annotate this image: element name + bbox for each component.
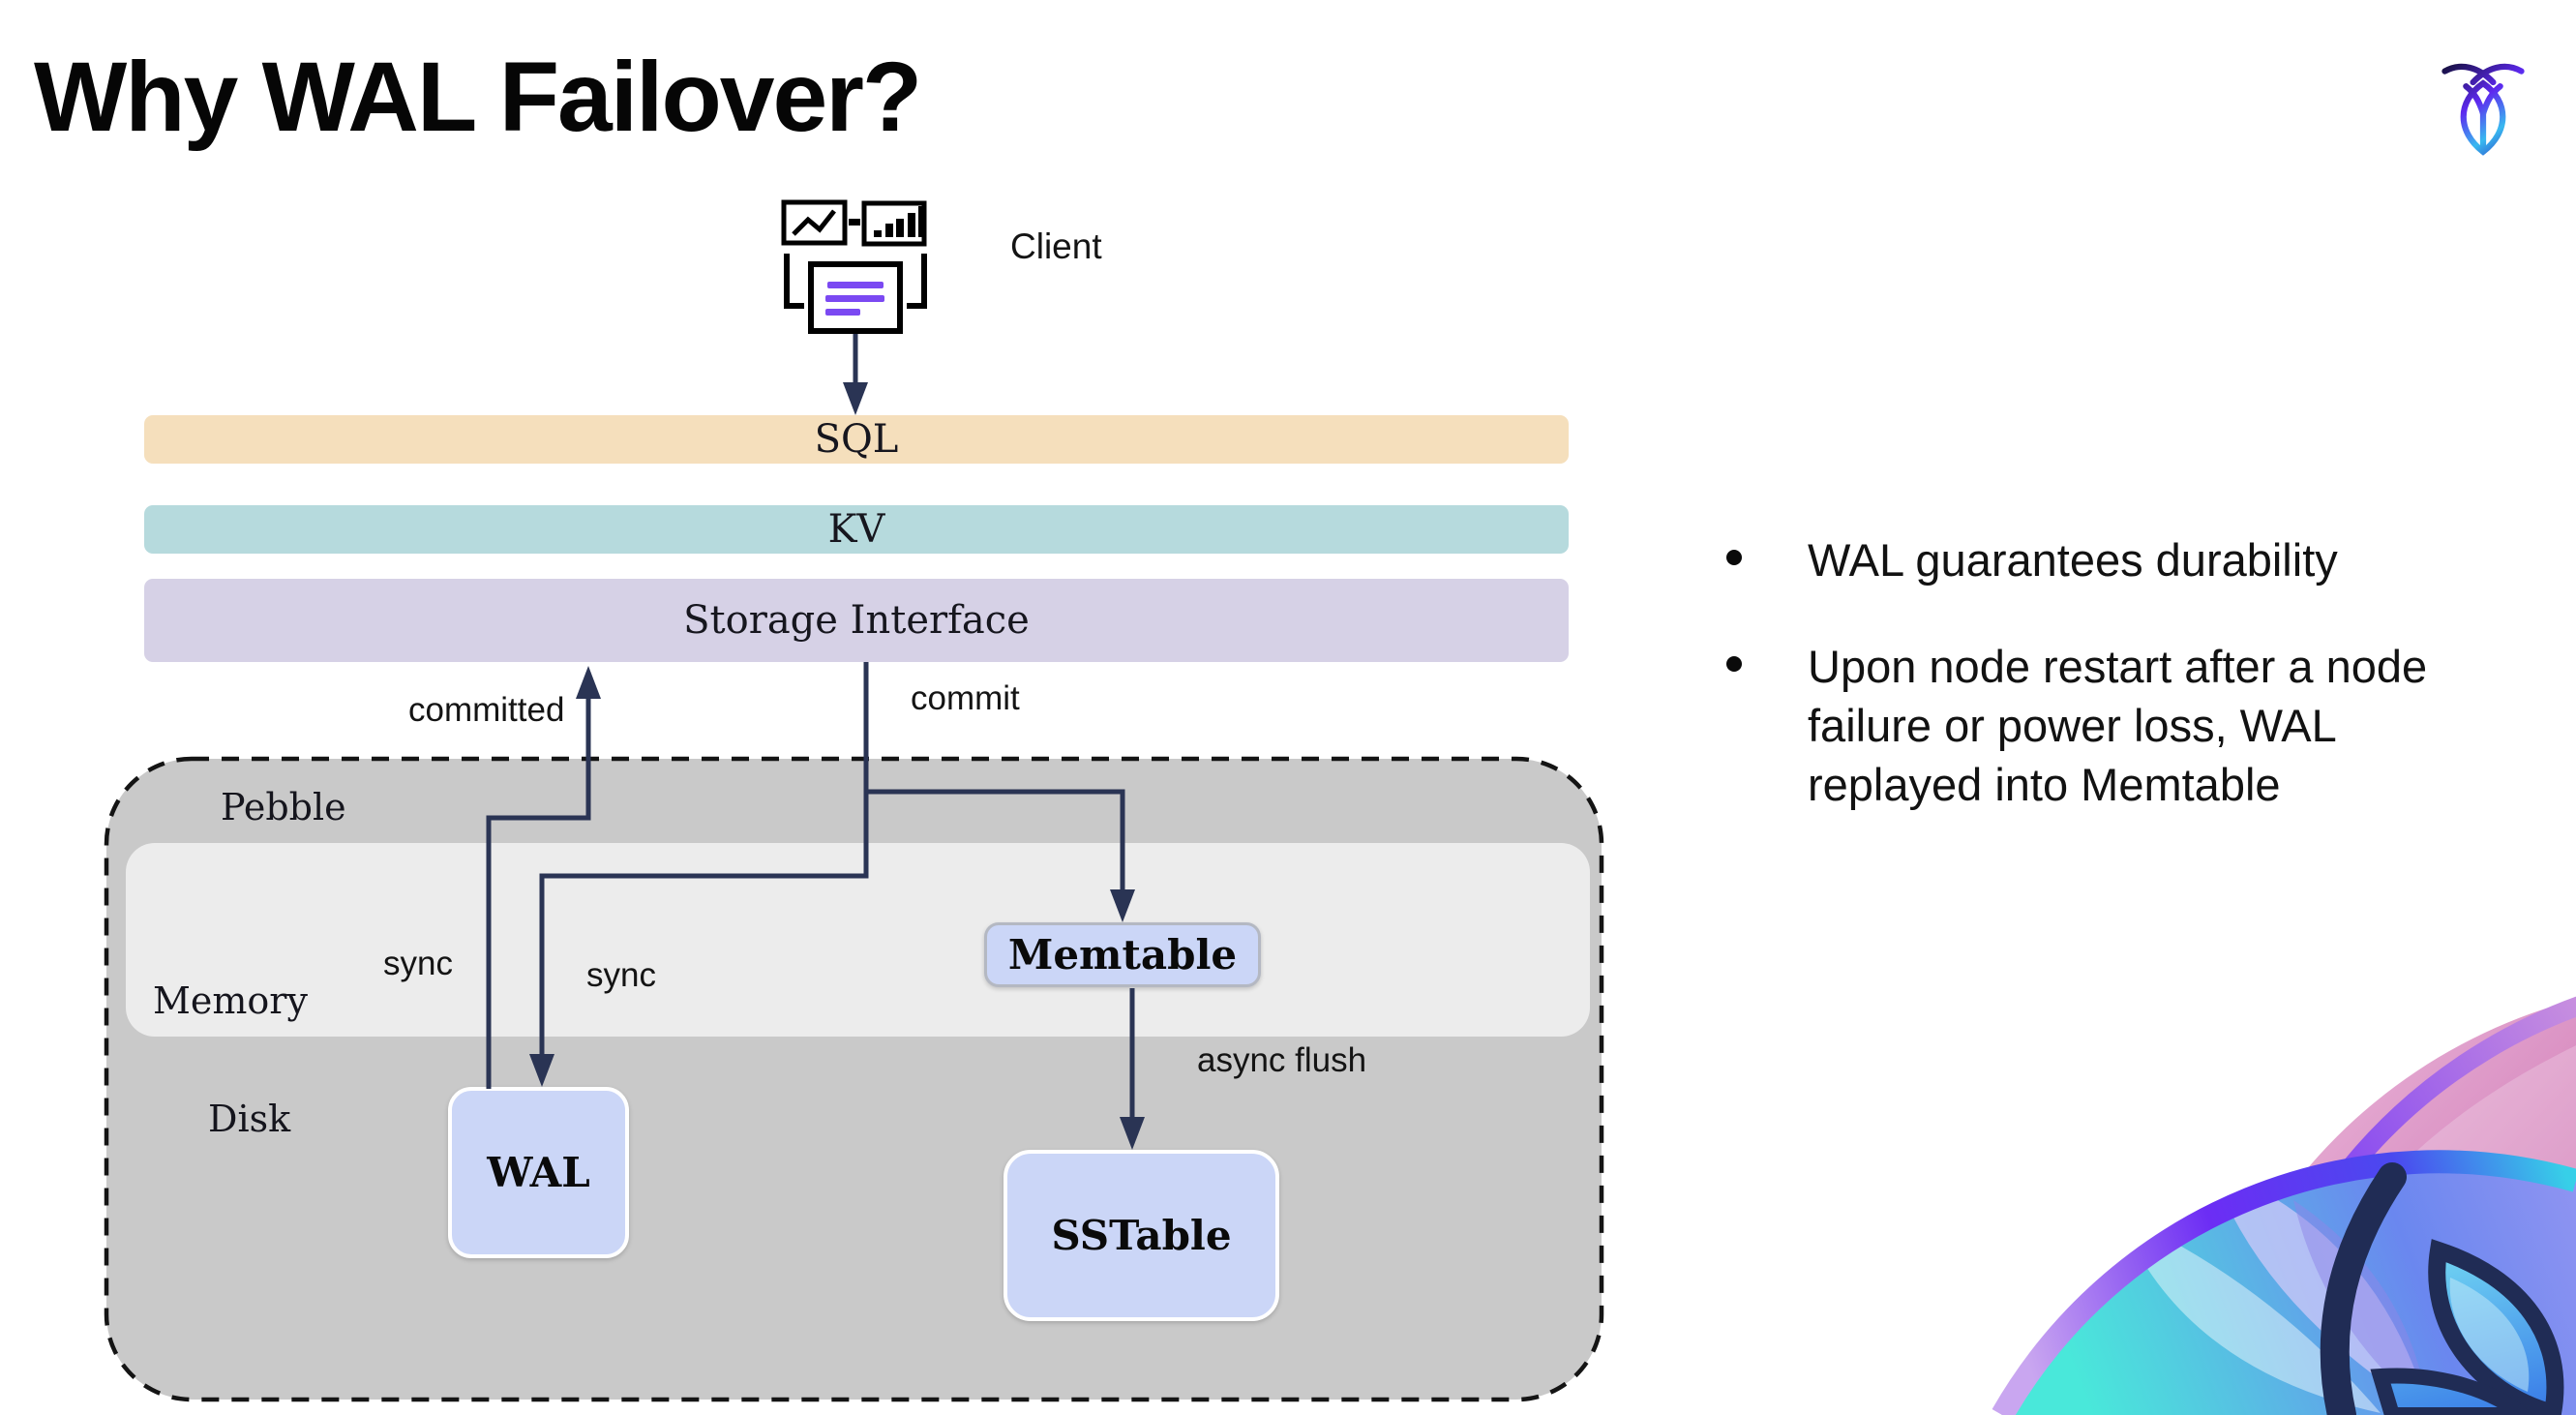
wal-node: WAL	[448, 1087, 629, 1258]
kv-label: KV	[827, 507, 885, 552]
arrowhead-down-sql	[843, 382, 868, 415]
storage-interface-label: Storage Interface	[683, 598, 1030, 643]
disk-label: Disk	[208, 1098, 291, 1140]
cyan-leaf	[2428, 1239, 2564, 1415]
arrowhead-down-sstable	[1120, 1117, 1145, 1150]
page-title: Why WAL Failover?	[34, 42, 922, 152]
sql-label: SQL	[814, 417, 899, 462]
async-flush-edge-label: async flush	[1197, 1041, 1367, 1079]
bullet-item: Upon node restart after a node failure o…	[1684, 637, 2516, 814]
sync-right-edge-label: sync	[586, 956, 656, 994]
commit-edge-label: commit	[911, 679, 1020, 717]
blue-circle	[2001, 1161, 2576, 1415]
layer-bar-sql: SQL	[144, 415, 1569, 464]
arrowhead-down-wal	[529, 1054, 554, 1087]
bullet-item: WAL guarantees durability	[1684, 530, 2516, 589]
bullet-dot	[1726, 550, 1742, 565]
bottom-leaf	[2370, 1368, 2533, 1415]
memory-strip	[126, 843, 1590, 1037]
bullet-dot	[1726, 656, 1742, 672]
pink-ring-arc	[2344, 996, 2576, 1173]
wal-label: WAL	[487, 1149, 590, 1196]
arrowhead-up-committed	[576, 666, 601, 699]
cockroachdb-logo-icon	[2441, 63, 2525, 156]
client-label: Client	[1010, 226, 1102, 266]
layer-bar-storage-interface: Storage Interface	[144, 579, 1569, 662]
sstable-node: SSTable	[1003, 1150, 1279, 1321]
edge-committed	[486, 699, 591, 1089]
pink-circle	[2190, 999, 2576, 1415]
sstable-label: SSTable	[1051, 1212, 1232, 1259]
blue-ring-arc	[1992, 1150, 2576, 1415]
memtable-label: Memtable	[1007, 931, 1238, 978]
bullet-text: Upon node restart after a node failure o…	[1808, 641, 2428, 810]
pebble-label: Pebble	[221, 786, 346, 828]
pebble-container	[104, 756, 1604, 1402]
brand-corner-art	[1992, 982, 2576, 1415]
edge-commit-to-memtable	[866, 789, 1125, 891]
layer-bar-kv: KV	[144, 505, 1569, 554]
committed-edge-label: committed	[408, 691, 565, 729]
bullet-text: WAL guarantees durability	[1808, 534, 2338, 586]
navy-arc	[2320, 1162, 2407, 1415]
sync-left-edge-label: sync	[383, 945, 453, 982]
memory-label: Memory	[153, 979, 308, 1022]
client-terminal-icon	[781, 199, 927, 334]
memtable-node: Memtable	[984, 922, 1261, 987]
arrowhead-down-memtable	[1110, 889, 1135, 922]
edge-commit-sync	[539, 662, 869, 1056]
